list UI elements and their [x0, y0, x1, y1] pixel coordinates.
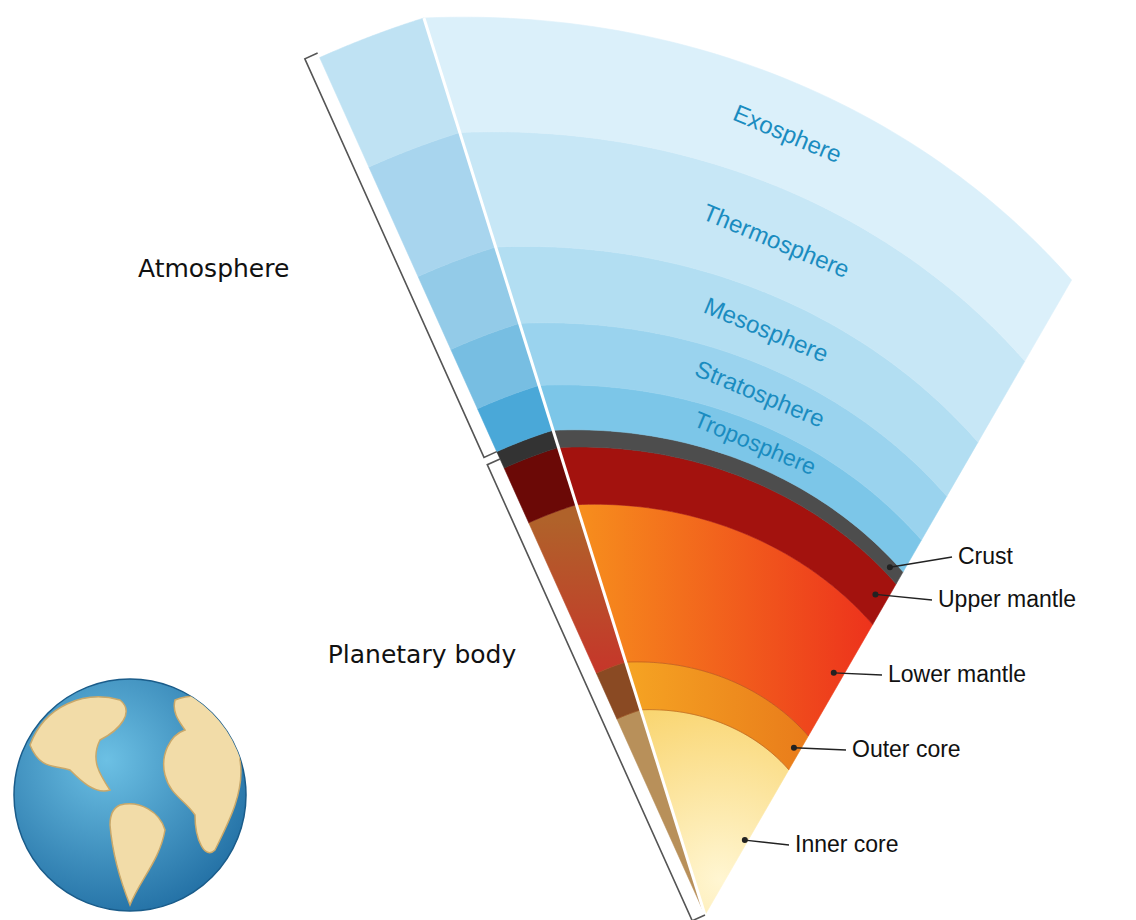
- highlight-line: [424, 18, 705, 915]
- callout-label: Inner core: [795, 831, 899, 859]
- bracket-line: [305, 53, 497, 457]
- callout-label: Lower mantle: [888, 661, 1026, 689]
- callout-label: Outer core: [852, 736, 961, 764]
- bracket-label: Atmosphere: [138, 254, 289, 284]
- continent-shape: [30, 697, 126, 791]
- leader-dot: [742, 837, 748, 843]
- continent-shape: [110, 804, 165, 905]
- bracket-label: Planetary body: [327, 640, 517, 670]
- leader-line: [794, 748, 846, 750]
- leader-line: [834, 673, 882, 675]
- leader-dot: [791, 745, 797, 751]
- layer-label: Mesosphere: [700, 291, 833, 368]
- continent-shape: [164, 696, 245, 853]
- layer-label: Thermosphere: [698, 198, 853, 285]
- earth-wedge: [320, 17, 1072, 915]
- layer-label: Exosphere: [728, 100, 845, 171]
- leader-line: [745, 840, 789, 845]
- callout-label: Upper mantle: [938, 586, 1076, 614]
- leader-line: [890, 557, 952, 567]
- leader-dot: [872, 591, 878, 597]
- globe-ocean: [14, 679, 246, 911]
- leader-dot: [831, 670, 837, 676]
- leader-line: [875, 594, 932, 600]
- bracket-line: [487, 459, 705, 920]
- leader-lines: [742, 557, 952, 845]
- leader-dot: [887, 564, 893, 570]
- callout-label: Crust: [958, 543, 1013, 571]
- globe-icon: [14, 679, 246, 911]
